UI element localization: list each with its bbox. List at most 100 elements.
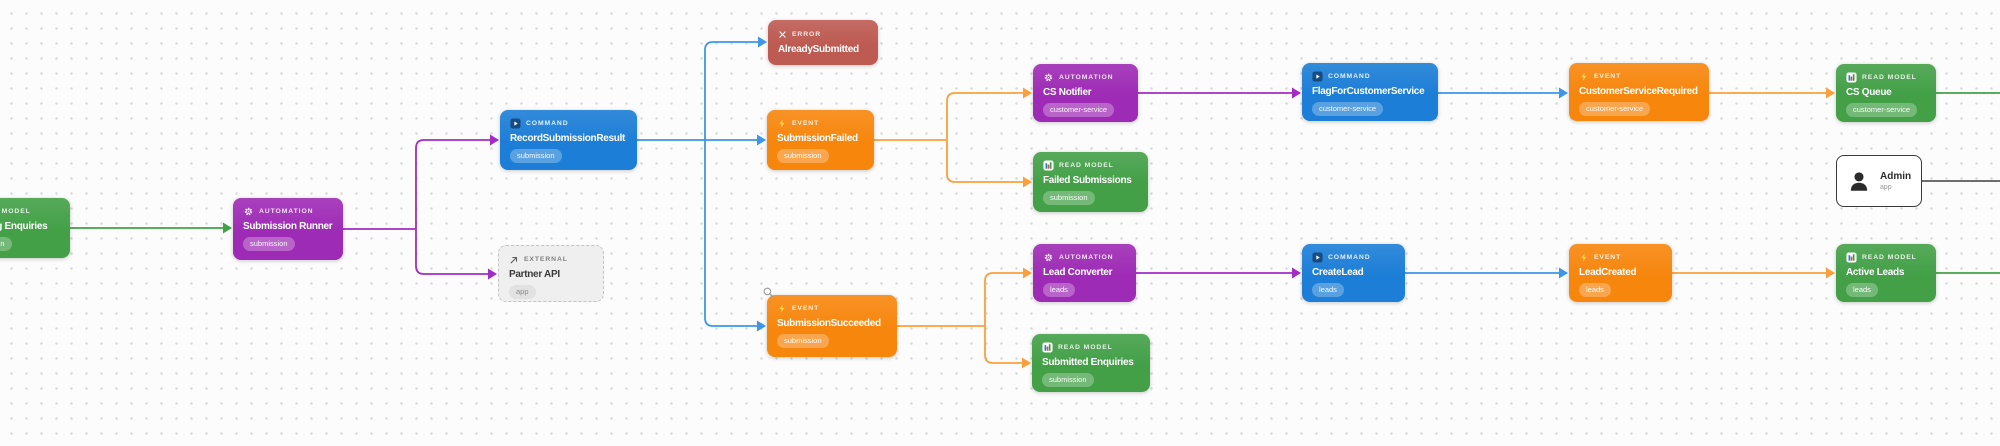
node-submission-runner[interactable]: AUTOMATION Submission Runner submission bbox=[233, 198, 343, 260]
node-title: CreateLead bbox=[1312, 267, 1364, 278]
node-type-label: READ MODEL bbox=[1059, 162, 1114, 169]
node-tag: customer-service bbox=[1846, 103, 1918, 117]
node-partner-api[interactable]: EXTERNAL Partner API app bbox=[498, 245, 604, 302]
node-type-label: AUTOMATION bbox=[1059, 74, 1114, 81]
edge-submission-failed-to-cs-notifier[interactable] bbox=[946, 92, 1023, 140]
node-admin[interactable]: Admin app bbox=[1836, 155, 1922, 207]
arrowhead bbox=[1023, 267, 1032, 279]
node-submission-succeeded[interactable]: EVENT SubmissionSucceeded submission bbox=[763, 287, 897, 357]
arrow-up-right-icon bbox=[509, 255, 519, 265]
arrowhead bbox=[1826, 87, 1835, 99]
node-title: SubmissionSucceeded bbox=[777, 318, 881, 329]
node-header: READ MODEL bbox=[1043, 160, 1138, 171]
node-incoming-enquiries[interactable]: READ MODEL Incoming Enquiries submission bbox=[0, 198, 70, 258]
node-type-label: READ MODEL bbox=[1862, 74, 1917, 81]
edge-submission-succeeded-to-lead-converter[interactable] bbox=[984, 272, 1023, 326]
arrowhead bbox=[1023, 87, 1032, 99]
node-title: Active Leads bbox=[1846, 267, 1905, 278]
node-type-label: COMMAND bbox=[1328, 254, 1371, 261]
node-header: AUTOMATION bbox=[1043, 252, 1126, 263]
node-title: SubmissionFailed bbox=[777, 133, 858, 144]
node-title: FlagForCustomerService bbox=[1312, 86, 1425, 97]
arrowhead bbox=[223, 222, 232, 234]
node-title: Failed Submissions bbox=[1043, 175, 1132, 186]
arrowhead bbox=[1559, 267, 1568, 279]
edge-submission-runner-to-record-submission-result[interactable] bbox=[415, 139, 490, 229]
node-type-label: EVENT bbox=[792, 305, 820, 312]
bar-chart-icon bbox=[1043, 160, 1054, 171]
node-type-label: ERROR bbox=[792, 31, 822, 38]
gear-icon bbox=[1043, 72, 1054, 83]
edge-submission-succeeded-to-submitted-enquiries[interactable] bbox=[984, 326, 1022, 364]
node-type-label: EVENT bbox=[1594, 254, 1622, 261]
node-title: CS Queue bbox=[1846, 87, 1892, 98]
node-header: COMMAND bbox=[1312, 71, 1428, 82]
node-record-submission-result[interactable]: COMMAND RecordSubmissionResult submissio… bbox=[500, 110, 637, 170]
node-header: READ MODEL bbox=[1846, 72, 1926, 83]
play-icon bbox=[1312, 252, 1323, 263]
node-header: EVENT bbox=[1579, 252, 1662, 263]
arrowhead bbox=[488, 268, 497, 280]
node-lead-converter[interactable]: AUTOMATION Lead Converter leads bbox=[1033, 244, 1136, 302]
person-icon bbox=[1846, 168, 1872, 194]
node-title: Submission Runner bbox=[243, 221, 333, 232]
edge-record-submission-result-to-submission-succeeded[interactable] bbox=[704, 140, 757, 327]
node-cs-queue[interactable]: READ MODEL CS Queue customer-service bbox=[1836, 64, 1936, 122]
node-header: EVENT bbox=[777, 118, 864, 129]
x-icon bbox=[778, 30, 787, 39]
node-type-label: READ MODEL bbox=[1862, 254, 1917, 261]
node-title: CS Notifier bbox=[1043, 87, 1092, 98]
arrowhead bbox=[1292, 87, 1301, 99]
arrowhead bbox=[757, 134, 766, 146]
node-type-label: COMMAND bbox=[526, 120, 569, 127]
node-tag: submission bbox=[243, 237, 295, 251]
node-title: RecordSubmissionResult bbox=[510, 133, 626, 144]
node-customer-service-required[interactable]: EVENT CustomerServiceRequired customer-s… bbox=[1569, 63, 1709, 121]
node-tag: customer-service bbox=[1579, 102, 1651, 116]
node-tag: customer-service bbox=[1312, 102, 1384, 116]
arrowhead bbox=[1559, 87, 1568, 99]
bar-chart-icon bbox=[1846, 72, 1857, 83]
play-icon bbox=[510, 118, 521, 129]
node-tag: leads bbox=[1043, 283, 1075, 297]
node-submission-failed[interactable]: EVENT SubmissionFailed submission bbox=[767, 110, 874, 170]
node-title: Admin bbox=[1880, 171, 1912, 182]
lightning-icon bbox=[1579, 71, 1589, 82]
node-cs-notifier[interactable]: AUTOMATION CS Notifier customer-service bbox=[1033, 64, 1138, 122]
node-header: AUTOMATION bbox=[243, 206, 333, 217]
lightning-icon bbox=[777, 118, 787, 129]
arrowhead bbox=[757, 320, 766, 332]
node-type-label: AUTOMATION bbox=[259, 208, 314, 215]
edge-submission-runner-to-partner-api[interactable] bbox=[415, 229, 488, 275]
lightning-icon bbox=[1579, 252, 1589, 263]
magnifier-icon[interactable] bbox=[762, 286, 775, 304]
node-lead-created[interactable]: EVENT LeadCreated leads bbox=[1569, 244, 1672, 302]
node-already-submitted[interactable]: ERROR AlreadySubmitted bbox=[768, 20, 878, 65]
edge-record-submission-result-to-already-submitted[interactable] bbox=[704, 41, 758, 140]
node-header: READ MODEL bbox=[1846, 252, 1926, 263]
bar-chart-icon bbox=[1042, 342, 1053, 353]
node-active-leads[interactable]: READ MODEL Active Leads leads bbox=[1836, 244, 1936, 302]
lightning-icon bbox=[777, 303, 787, 314]
node-flag-for-customer-service[interactable]: COMMAND FlagForCustomerService customer-… bbox=[1302, 63, 1438, 121]
bar-chart-icon bbox=[1846, 252, 1857, 263]
node-header: COMMAND bbox=[510, 118, 627, 129]
node-header: COMMAND bbox=[1312, 252, 1395, 263]
node-submitted-enquiries[interactable]: READ MODEL Submitted Enquiries submissio… bbox=[1032, 334, 1150, 392]
node-create-lead[interactable]: COMMAND CreateLead leads bbox=[1302, 244, 1405, 302]
node-header: READ MODEL bbox=[1042, 342, 1140, 353]
node-title: Incoming Enquiries bbox=[0, 221, 48, 232]
node-tag: leads bbox=[1312, 283, 1344, 297]
node-header: AUTOMATION bbox=[1043, 72, 1128, 83]
edge-submission-failed-to-failed-submissions[interactable] bbox=[946, 140, 1023, 183]
arrowhead bbox=[1292, 267, 1301, 279]
node-header: ERROR bbox=[778, 29, 868, 40]
node-failed-submissions[interactable]: READ MODEL Failed Submissions submission bbox=[1033, 152, 1148, 212]
node-title: Lead Converter bbox=[1043, 267, 1113, 278]
node-tag: app bbox=[509, 285, 536, 299]
arrowhead bbox=[1023, 176, 1032, 188]
node-header: EVENT bbox=[777, 303, 887, 314]
actor-text: Admin app bbox=[1880, 171, 1911, 191]
